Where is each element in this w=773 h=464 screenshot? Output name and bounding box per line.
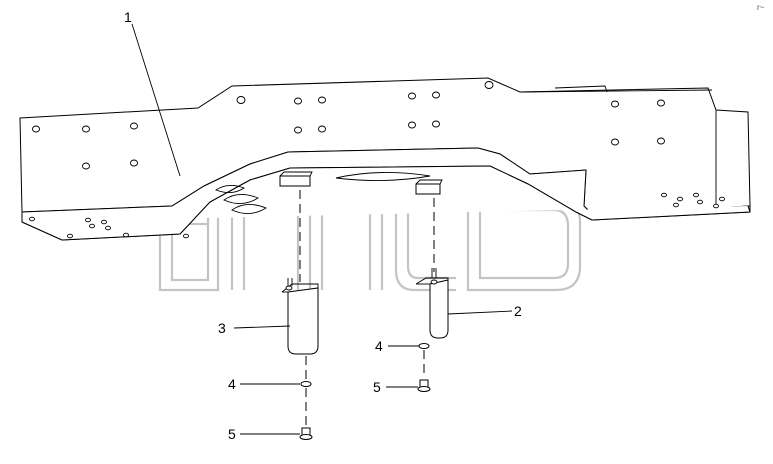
callout-2: 2 bbox=[514, 303, 522, 319]
cross-member-frame bbox=[19, 77, 751, 241]
bracket-part-3 bbox=[281, 278, 319, 355]
bracket-part-2 bbox=[415, 268, 449, 339]
frame-holes bbox=[29, 81, 725, 239]
callout-1: 1 bbox=[124, 9, 132, 25]
callout-5-right: 5 bbox=[373, 379, 381, 395]
callout-4-left: 4 bbox=[228, 376, 236, 392]
callout-labels: 1 2 3 4 4 5 5 bbox=[124, 9, 522, 442]
callout-3: 3 bbox=[218, 320, 226, 336]
callout-4-right: 4 bbox=[375, 338, 383, 354]
callout-5-left: 5 bbox=[228, 426, 236, 442]
leader-lines bbox=[131, 23, 513, 435]
mounting-blocks bbox=[279, 171, 443, 195]
bolts bbox=[299, 379, 431, 440]
washers bbox=[300, 343, 430, 387]
assembly-lines bbox=[299, 190, 435, 426]
corner-mark: r~ bbox=[757, 3, 765, 12]
